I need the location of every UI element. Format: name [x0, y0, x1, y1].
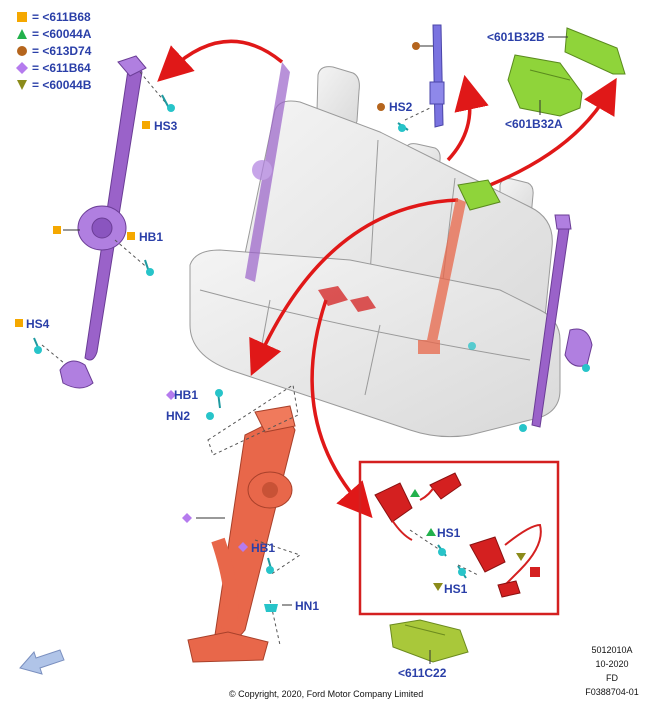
left-belt-upper-anchor — [117, 55, 147, 77]
buckle-left — [374, 482, 413, 523]
label-611c22: <611C22 — [398, 666, 447, 680]
bolt-hb1-center — [215, 389, 223, 409]
marker-60044a-hs1 — [426, 528, 436, 536]
ref-fd: FD — [606, 673, 618, 683]
legend-text: = <611B68 — [32, 10, 91, 24]
orientation-arrow-icon — [19, 649, 65, 675]
marker-611b68-hb1 — [127, 232, 135, 240]
bolt-hs1-b — [457, 565, 467, 579]
marker-611b64-hb1 — [166, 390, 176, 400]
green-cover-601b32 — [457, 27, 626, 211]
buckle-detail-box — [358, 460, 560, 616]
ref-id: F0388704-01 — [585, 687, 639, 697]
installed-center-belt — [318, 198, 476, 354]
part-601b32a — [507, 54, 583, 117]
label-hb1-lower: HB1 — [251, 541, 276, 555]
label-hb1-center: HB1 — [174, 388, 199, 402]
center-belt-upper-guide — [254, 405, 296, 433]
bolt-hs3 — [161, 94, 175, 112]
hs2-belt-assembly — [377, 24, 445, 132]
ref-code: 5012010A — [591, 645, 633, 655]
marker-611b64-hb1-lower — [238, 542, 248, 552]
legend-row-611b64: = <611B64 — [16, 61, 91, 75]
triangle-down-icon — [16, 79, 28, 91]
center-seatbelt-assembly — [166, 384, 302, 663]
hs2-belt-webbing — [432, 24, 444, 128]
marker-60044b-buckle — [516, 553, 526, 561]
seat-cushion — [189, 249, 561, 438]
marker-613d74-hs2 — [377, 103, 385, 111]
triangle-icon — [16, 28, 28, 40]
legend-text: = <611B64 — [32, 61, 91, 75]
legend-text: = <60044B — [32, 78, 92, 92]
legend-row-60044b: = <60044B — [16, 78, 91, 92]
square-icon — [16, 11, 28, 23]
marker-60044a-buckle — [410, 489, 420, 497]
arrow-to-hs2-belt — [446, 74, 489, 162]
detail-frame — [358, 460, 560, 616]
right-seatbelt-assembly — [519, 214, 593, 432]
installed-green-cover — [457, 179, 501, 211]
marker-613d74-upper — [412, 42, 420, 50]
marker-60044b-hs1 — [433, 583, 443, 591]
legend-text: = <613D74 — [32, 44, 92, 58]
bolt-hs1-a — [437, 544, 447, 557]
rear-seat — [189, 66, 561, 438]
center-belt-lower-anchor — [187, 631, 269, 663]
marker-611b68-hs4 — [15, 319, 23, 327]
bolt-hb1-left — [144, 259, 154, 276]
legend-text: = <60044A — [32, 27, 92, 41]
label-601b32b: <601B32B — [487, 30, 545, 44]
diamond-icon — [16, 62, 28, 74]
marker-611b68-hs3 — [142, 121, 150, 129]
label-hb1-left: HB1 — [139, 230, 164, 244]
label-hs3: HS3 — [154, 119, 178, 133]
arrow-to-center-belt — [249, 198, 459, 376]
label-601b32a: <601B32A — [505, 117, 563, 131]
legend-row-60044a: = <60044A — [16, 27, 91, 41]
bolt-hs2 — [397, 122, 409, 132]
marker-611b64-belt — [182, 513, 192, 523]
label-hn2: HN2 — [166, 409, 191, 423]
legend-row-611b68: = <611B68 — [16, 10, 91, 24]
left-belt-lower-anchor — [59, 360, 94, 389]
ref-date: 10-2020 — [595, 659, 629, 669]
label-hs1-a: HS1 — [437, 526, 461, 540]
label-hs1-b: HS1 — [444, 582, 468, 596]
marker-611b68-belt — [53, 226, 61, 234]
copyright-text: © Copyright, 2020, Ford Motor Company Li… — [229, 689, 424, 699]
nut-hn1 — [264, 604, 292, 612]
left-seatbelt-assembly — [33, 55, 175, 389]
nut-hn2 — [206, 412, 214, 420]
buckle-tongue-left — [429, 472, 462, 500]
arrow-to-left-belt — [157, 39, 284, 82]
green-buckle-611c22 — [389, 619, 469, 664]
legend-row-613d74: = <613D74 — [16, 44, 91, 58]
arrow-to-buckles — [310, 299, 373, 519]
label-hn1: HN1 — [295, 599, 320, 613]
bolt-hb1-lower — [266, 557, 274, 574]
pointer-arrows — [157, 39, 617, 519]
part-601b32b — [564, 27, 626, 75]
bolt-hs4 — [33, 337, 42, 354]
installed-left-belt — [245, 62, 290, 282]
buckle-right — [469, 536, 506, 573]
label-hs2: HS2 — [389, 100, 413, 114]
label-hs4: HS4 — [26, 317, 50, 331]
circle-icon — [16, 45, 28, 57]
arrow-to-601b32 — [489, 77, 617, 187]
